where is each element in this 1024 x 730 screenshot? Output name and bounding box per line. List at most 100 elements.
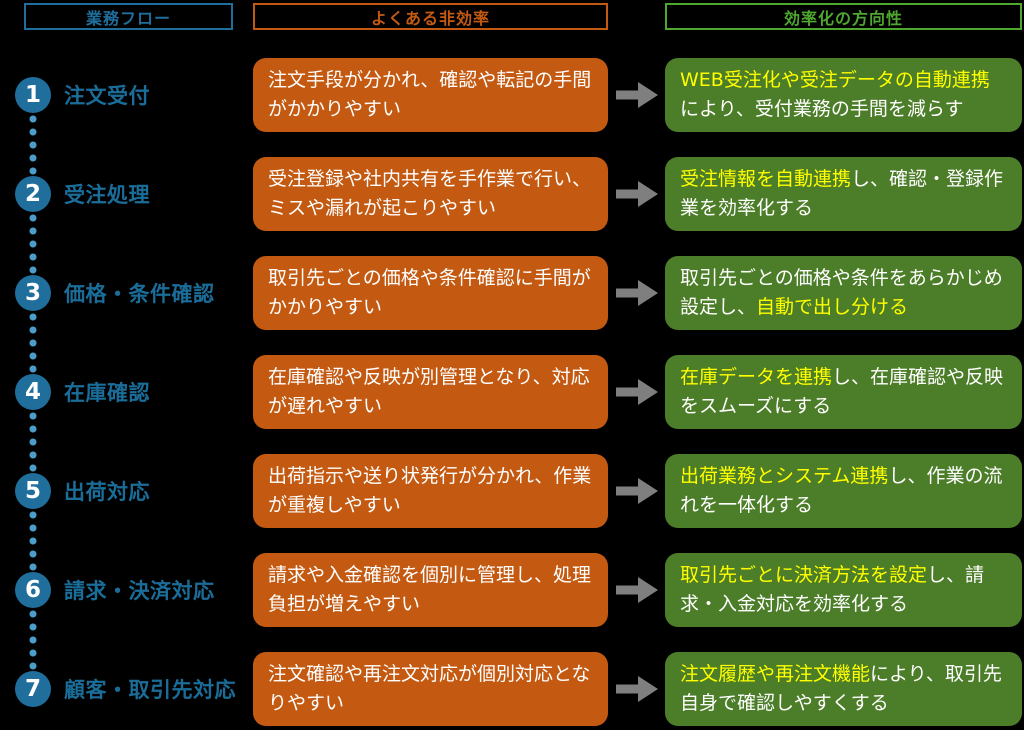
- problem-box: 出荷指示や送り状発行が分かれ、作業が重複しやすい: [253, 454, 608, 528]
- solution-box: 注文履歴や再注文機能により、取引先自身で確認しやすくする: [665, 652, 1022, 726]
- right-arrow-icon: [615, 181, 658, 207]
- arrow-cell: [608, 454, 665, 528]
- dotted-connector: [29, 511, 37, 571]
- header-business-flow: 業務フロー: [24, 3, 233, 30]
- solution-segment: 出荷業務とシステム連携: [680, 464, 889, 487]
- dotted-connector: [29, 214, 37, 274]
- step-number-badge: 5: [15, 473, 51, 509]
- step-label: 注文受付: [64, 84, 150, 108]
- solution-box: 出荷業務とシステム連携し、作業の流れを一体化する: [665, 454, 1022, 528]
- step-cell: 6 請求・決済対応: [0, 553, 253, 670]
- step-number-badge: 4: [15, 374, 51, 410]
- right-arrow-icon: [615, 82, 658, 108]
- step-number: 1: [24, 82, 41, 108]
- step-number: 7: [24, 676, 41, 702]
- right-arrow-icon: [615, 577, 658, 603]
- process-row: 6 請求・決済対応 請求や入金確認を個別に管理し、処理負担が増えやすい 取引先ご…: [0, 553, 1022, 670]
- step-label: 価格・条件確認: [64, 282, 215, 306]
- problem-box: 請求や入金確認を個別に管理し、処理負担が増えやすい: [253, 553, 608, 627]
- problem-text: 取引先ごとの価格や条件確認に手間がかかりやすい: [268, 266, 591, 318]
- step-cell: 3 価格・条件確認: [0, 256, 253, 373]
- process-row: 1 注文受付 注文手段が分かれ、確認や転記の手間がかかりやすい WEB受注化や受…: [0, 58, 1022, 175]
- header-business-flow-label: 業務フロー: [85, 8, 171, 28]
- solution-text: 注文履歴や再注文機能により、取引先自身で確認しやすくする: [680, 660, 1007, 719]
- solution-segment: し、請求・入金対応を効率化する: [680, 563, 985, 615]
- problem-text: 注文確認や再注文対応が個別対応となりやすい: [268, 662, 591, 714]
- arrow-cell: [608, 355, 665, 429]
- solution-text: 取引先ごとに決済方法を設定し、請求・入金対応を効率化する: [680, 561, 1007, 620]
- process-row: 7 顧客・取引先対応 注文確認や再注文対応が個別対応となりやすい 注文履歴や再注…: [0, 652, 1022, 726]
- step-number-badge: 2: [15, 176, 51, 212]
- solution-segment: し、確認・登録作業を効率化する: [680, 167, 1004, 219]
- solution-box: 在庫データを連携し、在庫確認や反映をスムーズにする: [665, 355, 1022, 429]
- solution-segment: 注文履歴や再注文機能: [680, 662, 871, 685]
- problem-text: 受注登録や社内共有を手作業で行い、ミスや漏れが起こりやすい: [268, 167, 592, 219]
- step-number: 2: [24, 181, 41, 207]
- solution-box: 受注情報を自動連携し、確認・登録作業を効率化する: [665, 157, 1022, 231]
- solution-box: 取引先ごとの価格や条件をあらかじめ設定し、自動で出し分ける: [665, 256, 1022, 330]
- solution-text: 取引先ごとの価格や条件をあらかじめ設定し、自動で出し分ける: [680, 264, 1007, 323]
- step-number-badge: 7: [15, 671, 51, 707]
- arrow-cell: [608, 553, 665, 627]
- right-arrow-icon: [615, 478, 658, 504]
- step-number-badge: 3: [15, 275, 51, 311]
- solution-text: WEB受注化や受注データの自動連携により、受付業務の手間を減らす: [680, 66, 1007, 125]
- header-efficiency-direction: 効率化の方向性: [665, 3, 1022, 30]
- step-label: 受注処理: [64, 183, 150, 207]
- solution-segment: 自動で出し分ける: [756, 296, 909, 318]
- header-common-inefficiency: よくある非効率: [253, 3, 608, 30]
- problem-text: 在庫確認や反映が別管理となり、対応が遅れやすい: [268, 365, 590, 417]
- step-label: 在庫確認: [64, 381, 150, 405]
- process-row: 4 在庫確認 在庫確認や反映が別管理となり、対応が遅れやすい 在庫データを連携し…: [0, 355, 1022, 472]
- problem-text: 注文手段が分かれ、確認や転記の手間がかかりやすい: [268, 68, 592, 120]
- solution-segment: 取引先ごとに決済方法を設定: [680, 563, 928, 586]
- solution-text: 出荷業務とシステム連携し、作業の流れを一体化する: [680, 462, 1007, 521]
- step-number: 4: [24, 379, 41, 405]
- right-arrow-icon: [615, 280, 658, 306]
- right-arrow-icon: [615, 676, 658, 702]
- step-label: 出荷対応: [64, 480, 150, 504]
- solution-segment: し、作業の流れを一体化する: [680, 464, 1003, 516]
- solution-segment: し、在庫確認や反映をスムーズにする: [680, 365, 1004, 417]
- right-arrow-icon: [615, 379, 658, 405]
- solution-segment: 受注情報を自動連携: [680, 167, 852, 190]
- solution-box: 取引先ごとに決済方法を設定し、請求・入金対応を効率化する: [665, 553, 1022, 627]
- solution-box: WEB受注化や受注データの自動連携により、受付業務の手間を減らす: [665, 58, 1022, 132]
- step-label: 顧客・取引先対応: [64, 678, 236, 702]
- process-row: 3 価格・条件確認 取引先ごとの価格や条件確認に手間がかかりやすい 取引先ごとの…: [0, 256, 1022, 373]
- process-row: 5 出荷対応 出荷指示や送り状発行が分かれ、作業が重複しやすい 出荷業務とシステ…: [0, 454, 1022, 571]
- solution-segment: 在庫データを連携: [680, 365, 833, 388]
- step-cell: 1 注文受付: [0, 58, 253, 175]
- header-efficiency-direction-label: 効率化の方向性: [783, 8, 903, 28]
- solution-segment: により、取引先自身で確認しやすくする: [680, 662, 1002, 714]
- step-label: 請求・決済対応: [64, 579, 215, 603]
- dotted-connector: [29, 412, 37, 472]
- process-row: 2 受注処理 受注登録や社内共有を手作業で行い、ミスや漏れが起こりやすい 受注情…: [0, 157, 1022, 274]
- problem-box: 取引先ごとの価格や条件確認に手間がかかりやすい: [253, 256, 608, 330]
- solution-text: 在庫データを連携し、在庫確認や反映をスムーズにする: [680, 363, 1007, 422]
- step-number: 6: [24, 577, 41, 603]
- dotted-connector: [29, 115, 37, 175]
- dotted-connector: [29, 610, 37, 670]
- step-number: 5: [24, 478, 41, 504]
- step-number-badge: 1: [15, 77, 51, 113]
- solution-segment: WEB受注化や受注データの自動連携: [680, 68, 990, 91]
- arrow-cell: [608, 157, 665, 231]
- step-cell: 2 受注処理: [0, 157, 253, 274]
- problem-text: 出荷指示や送り状発行が分かれ、作業が重複しやすい: [268, 464, 592, 516]
- step-number: 3: [24, 280, 41, 306]
- step-cell: 7 顧客・取引先対応: [0, 652, 253, 726]
- problem-box: 注文手段が分かれ、確認や転記の手間がかかりやすい: [253, 58, 608, 132]
- solution-text: 受注情報を自動連携し、確認・登録作業を効率化する: [680, 165, 1007, 224]
- step-cell: 4 在庫確認: [0, 355, 253, 472]
- solution-segment: により、受付業務の手間を減らす: [680, 98, 964, 120]
- dotted-connector: [29, 313, 37, 373]
- step-cell: 5 出荷対応: [0, 454, 253, 571]
- step-number-badge: 6: [15, 572, 51, 608]
- arrow-cell: [608, 256, 665, 330]
- arrow-cell: [608, 58, 665, 132]
- problem-box: 在庫確認や反映が別管理となり、対応が遅れやすい: [253, 355, 608, 429]
- solution-segment: 取引先ごとの価格や条件をあらかじめ設定し、: [680, 266, 1003, 318]
- arrow-cell: [608, 652, 665, 726]
